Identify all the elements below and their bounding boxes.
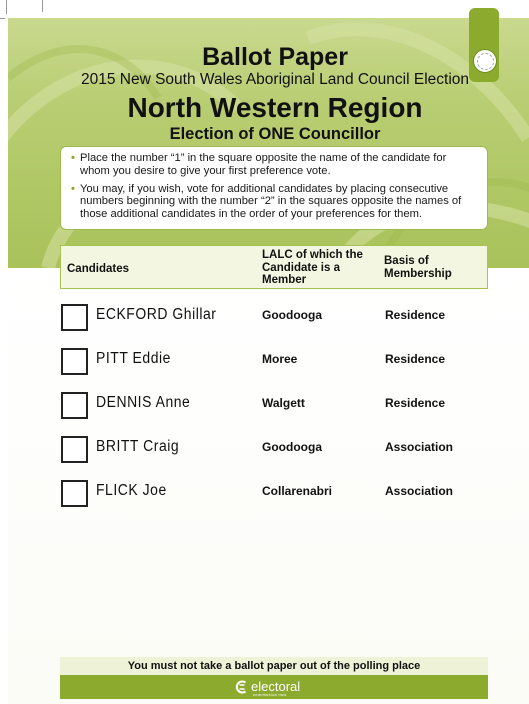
candidate-name: PITT Eddie: [96, 350, 171, 367]
preference-box[interactable]: [61, 304, 88, 331]
candidate-row: BRITT Craig Goodooga Association: [60, 432, 488, 464]
footer-warning: You must not take a ballot paper out of …: [60, 657, 488, 675]
crop-mark: [6, 0, 7, 14]
crop-mark: [0, 18, 5, 19]
region-name: North Western Region: [127, 92, 423, 123]
candidate-lalc: Goodooga: [262, 308, 322, 322]
candidate-row: DENNIS Anne Walgett Residence: [60, 388, 488, 420]
bullet-icon: •: [71, 152, 75, 164]
candidate-row: FLICK Joe Collarenabri Association: [60, 476, 488, 508]
preference-box[interactable]: [61, 436, 88, 463]
candidate-basis: Residence: [385, 308, 446, 322]
instruction-item: • You may, if you wish, vote for additio…: [71, 183, 477, 221]
logo-subtext: commission nsw: [253, 692, 287, 697]
seal-icon: [473, 49, 497, 73]
preference-box[interactable]: [61, 348, 88, 375]
election-name: 2015 New South Wales Aboriginal Land Cou…: [80, 71, 470, 88]
column-header-basis: Basis of Membership: [384, 255, 452, 280]
page-title: Ballot Paper: [202, 43, 348, 71]
candidate-basis: Association: [385, 484, 454, 498]
preference-box[interactable]: [61, 480, 88, 507]
column-header-lalc: LALC of which the Candidate is a Member: [262, 249, 363, 286]
candidate-name: DENNIS Anne: [96, 394, 191, 411]
candidate-lalc: Walgett: [262, 396, 305, 410]
candidate-lalc: Moree: [262, 352, 298, 366]
column-header-candidates: Candidates: [67, 263, 129, 275]
councillor-count: Election of ONE Councillor: [169, 125, 381, 143]
page-body-background: [8, 268, 529, 704]
candidate-basis: Association: [385, 440, 454, 454]
instruction-text: Place the number “1” in the square oppos…: [80, 152, 447, 177]
candidate-name: FLICK Joe: [96, 482, 167, 499]
title-block: Ballot Paper 2015 New South Wales Aborig…: [60, 44, 490, 144]
preference-box[interactable]: [61, 392, 88, 419]
candidate-name: ECKFORD Ghillar: [96, 306, 217, 323]
candidate-row: ECKFORD Ghillar Goodooga Residence: [60, 300, 488, 332]
bullet-icon: •: [71, 182, 75, 195]
footer-bar: electoral commission nsw: [60, 675, 488, 699]
candidate-lalc: Collarenabri: [262, 484, 333, 498]
electoral-commission-logo-icon: [235, 680, 247, 694]
candidate-basis: Residence: [385, 396, 446, 410]
candidate-row: PITT Eddie Moree Residence: [60, 344, 488, 376]
instructions-box: • Place the number “1” in the square opp…: [60, 146, 488, 230]
electoral-commission-logo: electoral commission nsw: [235, 679, 301, 697]
candidate-name: BRITT Craig: [96, 438, 180, 455]
candidate-basis: Residence: [385, 352, 446, 366]
candidates-table-header: Candidates LALC of which the Candidate i…: [60, 245, 488, 289]
candidate-lalc: Goodooga: [262, 440, 322, 454]
instruction-item: • Place the number “1” in the square opp…: [71, 152, 477, 178]
logo-text: electoral: [251, 679, 301, 694]
instruction-text: You may, if you wish, vote for additiona…: [80, 182, 462, 221]
crop-mark: [42, 0, 43, 12]
